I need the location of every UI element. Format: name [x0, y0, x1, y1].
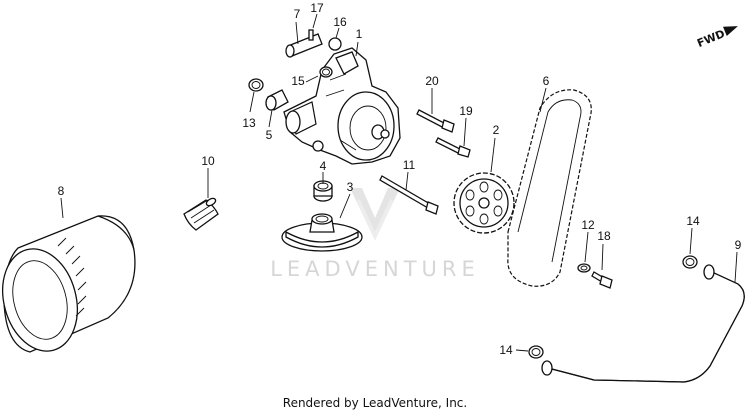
oil-pump-assembly	[283, 29, 401, 165]
o-ring-15	[319, 66, 333, 78]
o-ring-14-upper	[682, 255, 698, 269]
callout-13: 13	[242, 116, 256, 130]
o-ring-14-lower	[528, 345, 544, 359]
callout-14-upper: 14	[686, 214, 700, 228]
callout-4: 4	[320, 159, 327, 173]
callout-14-lower: 14	[499, 343, 513, 357]
callout-9: 9	[735, 238, 742, 252]
callout-5: 5	[266, 128, 273, 142]
callout-16: 16	[333, 15, 347, 29]
callout-10: 10	[201, 154, 215, 168]
oil-strainer	[281, 213, 363, 252]
callout-8: 8	[58, 184, 65, 198]
callout-12: 12	[581, 218, 595, 232]
callout-11: 11	[403, 158, 416, 172]
callout-15: 15	[291, 74, 305, 88]
callout-20: 20	[425, 74, 439, 88]
callout-3: 3	[347, 180, 354, 194]
o-ring-13	[248, 78, 264, 92]
bolt-11	[379, 175, 439, 215]
oil-pipe	[541, 264, 745, 383]
callout-2: 2	[493, 123, 500, 137]
pin-17	[308, 29, 314, 41]
collar-5	[265, 89, 289, 111]
callout-17: 17	[310, 1, 324, 15]
callout-1: 1	[356, 27, 363, 41]
footer-credit: Rendered by LeadVenture, Inc.	[282, 396, 468, 410]
washer-12	[577, 263, 591, 273]
bolt-19	[435, 137, 471, 158]
watermark-text: LEADVENTURE	[270, 257, 480, 281]
callout-18: 18	[597, 229, 611, 243]
forward-direction-indicator: FWD	[695, 26, 738, 50]
leader-lines	[60, 13, 738, 352]
callout-6: 6	[543, 74, 550, 88]
callout-7: 7	[294, 7, 301, 21]
bolt-18	[591, 271, 613, 289]
bolt-20	[416, 109, 455, 133]
oil-pump-sprocket	[453, 172, 515, 234]
forward-arrow-icon	[723, 26, 738, 36]
drive-chain	[507, 89, 592, 287]
callout-19: 19	[459, 104, 473, 118]
fwd-label: FWD	[695, 27, 727, 50]
watermark: LEADVENTURE	[270, 188, 480, 281]
seal-4	[313, 180, 333, 202]
oil-filter-nipple	[183, 197, 219, 231]
pump-collar-16	[328, 37, 342, 51]
oil-filter	[2, 215, 136, 353]
callouts: 1 2 3 4 5 6 7 8 9 10 11 12 13 14 14 15 1…	[58, 1, 742, 357]
